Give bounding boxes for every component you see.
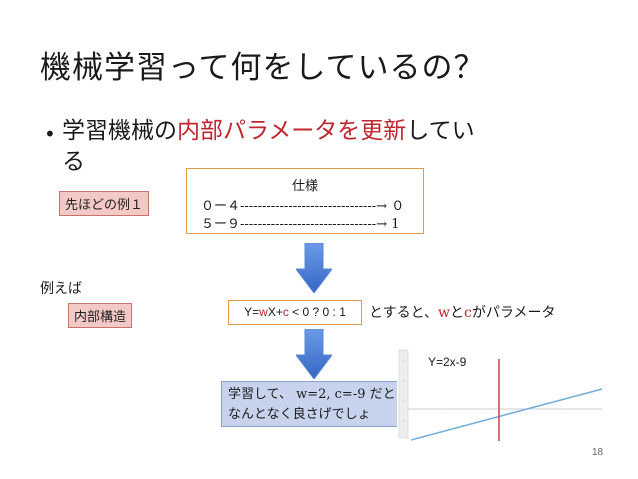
svg-text:.: . (527, 409, 528, 415)
rule-after-w: w (438, 305, 451, 321)
bullet-suffix: してい (406, 118, 475, 144)
bullet-highlight: 内部パラメータを更新 (177, 118, 407, 144)
graph-toolbar (398, 349, 409, 439)
rule-after-suffix: がパラメータ (471, 305, 556, 321)
rule-after-and: と (450, 305, 465, 321)
result-line-1: 学習して、 w=2, c=-9 だと (228, 387, 396, 402)
svg-text:.: . (487, 409, 488, 415)
bullet-dot: • (44, 122, 56, 146)
for-example-label: 例えば (40, 281, 82, 297)
spec-box: 仕様 ０ー４-------------------------------→ ０… (186, 168, 424, 234)
svg-text:.: . (587, 409, 588, 415)
line-graph: ... ... .. (397, 347, 602, 441)
svg-text:.: . (567, 409, 568, 415)
bullet-text: 学習機械の内部パラメータを更新してい る (62, 116, 592, 178)
slide-title: 機械学習って何をしているの？ (40, 50, 486, 86)
rule-y: Y= (244, 305, 260, 319)
page-number: 18 (592, 447, 604, 458)
spec-row-1: ０ー４-------------------------------→ ０ (201, 199, 405, 214)
down-arrow-icon (296, 329, 332, 379)
rule-c: c (282, 305, 289, 319)
graph-label: Y=2x-9 (428, 355, 467, 369)
rule-box: Y=wX+c < 0 ? 0 : 1 (228, 300, 362, 325)
graph-line (410, 388, 602, 441)
bullet-line2: る (62, 149, 85, 175)
rule-after-c: c (464, 305, 472, 321)
example-tag: 先ほどの例１ (59, 191, 150, 216)
result-box: 学習して、 w=2, c=-9 だと なんとなく良さげでしょ (221, 381, 399, 427)
spec-row-2: ５ー９-------------------------------→ 1 (201, 217, 400, 232)
rule-rest: < 0 ? 0 : 1 (288, 305, 346, 319)
down-arrow-icon (296, 243, 332, 293)
rule-after-prefix: とすると、 (369, 305, 439, 321)
graph-toolbar-ticks (401, 360, 406, 422)
result-line-2: なんとなく良さげでしょ (228, 407, 371, 422)
svg-text:.: . (547, 409, 548, 415)
rule-explanation: とすると、wとcがパラメータ (369, 302, 555, 322)
rule-x: X+ (267, 305, 283, 319)
svg-text:.: . (427, 409, 428, 415)
bullet-prefix: 学習機械の (62, 118, 177, 144)
svg-text:.: . (447, 409, 448, 415)
internal-structure-tag: 内部構造 (68, 303, 133, 328)
rule-w: w (259, 305, 268, 319)
svg-text:.: . (467, 409, 468, 415)
x-axis-ticks: ... ... .. (427, 409, 588, 415)
spec-title: 仕様 (291, 179, 318, 194)
